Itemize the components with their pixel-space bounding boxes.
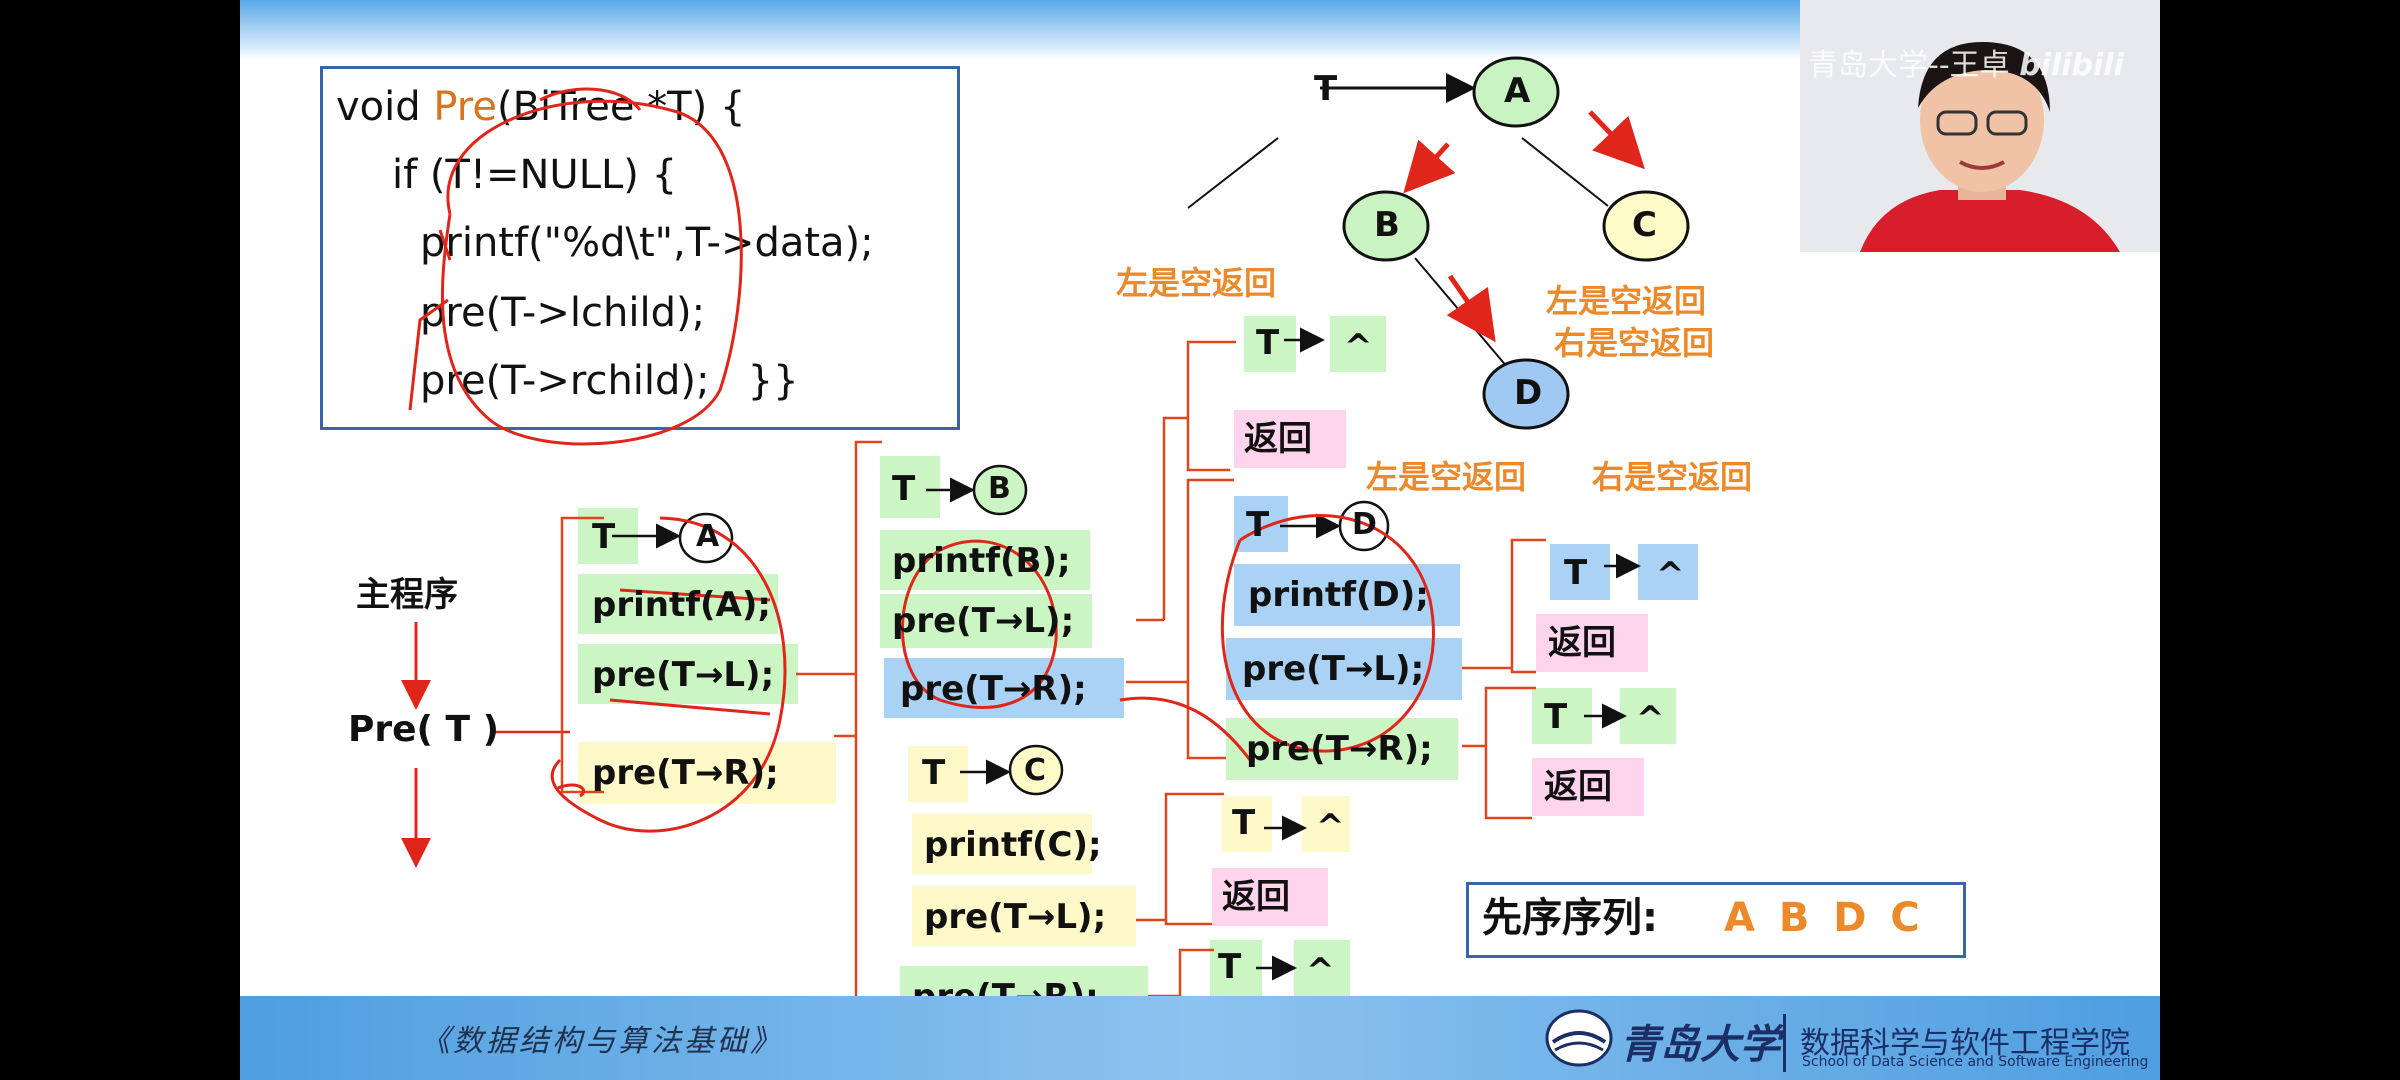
box-nullDR: [1620, 688, 1676, 744]
trace-cl-null: ^: [1316, 807, 1345, 847]
university-emblem-icon: [1545, 1009, 1613, 1067]
box-tCR: [1210, 940, 1262, 996]
box-printfD: [1234, 564, 1460, 626]
trace-dl-return: 返回: [1548, 623, 1616, 663]
box-retDL: [1536, 614, 1648, 672]
trace-c-t: T: [922, 753, 946, 793]
box-tCL: [1222, 796, 1272, 852]
box-leftC: [912, 886, 1136, 946]
tree-node-d: [1482, 358, 1570, 430]
tree-label-d: D: [1514, 373, 1543, 413]
code-line-2: if (T!=NULL) {: [392, 152, 678, 198]
tree-node-b: [1342, 190, 1430, 262]
footer-band: [240, 996, 2160, 1080]
ink-annotations: [408, 87, 1435, 833]
code-box: [320, 66, 960, 430]
trace-b-node: B: [988, 471, 1011, 506]
trace-d-node: D: [1352, 507, 1377, 542]
trace-c-left: pre(T→L);: [924, 897, 1107, 937]
trace-cl-return: 返回: [1222, 877, 1290, 917]
trace-cl-t: T: [1232, 803, 1256, 843]
trace-cr-null: ^: [1306, 951, 1335, 991]
trace-bl-return: 返回: [1244, 419, 1312, 459]
box-nullBL: [1330, 316, 1386, 372]
presenter-video: [1800, 0, 2160, 252]
tree-label-b: B: [1374, 205, 1400, 245]
preorder-result-box: [1466, 882, 1966, 958]
tree-label-c: C: [1632, 205, 1657, 245]
trace-b-right: pre(T→R);: [900, 669, 1087, 709]
tree-t-label: T: [1314, 69, 1338, 109]
trace-dr-t: T: [1544, 697, 1568, 737]
trace-dr-null: ^: [1636, 699, 1665, 739]
preorder-result-sequence: A B D C: [1724, 895, 1920, 941]
trace-dl-null: ^: [1656, 555, 1685, 595]
watermark: 青岛大学--王卓 bilibili: [1808, 48, 2124, 83]
trace-a-right: pre(T→R);: [592, 753, 779, 793]
trace-a-left: pre(T→L);: [592, 655, 775, 695]
note-c-right: 右是空返回: [1554, 324, 1715, 362]
binary-tree: [1187, 56, 1690, 430]
trace-d-t: T: [1246, 505, 1270, 545]
code-line-3: printf("%d\t",T->data);: [420, 220, 874, 266]
trace-bl-null: ^: [1344, 327, 1373, 367]
code-line-4: pre(T->lchild);: [420, 290, 706, 336]
trace-dl-t: T: [1564, 553, 1588, 593]
trace-a-print: printf(A);: [592, 585, 771, 625]
trace-d-left: pre(T→L);: [1242, 649, 1425, 689]
box-leftA: [578, 644, 798, 704]
box-tD: [1234, 496, 1288, 552]
box-printfC: [912, 814, 1092, 874]
tree-node-c: [1602, 190, 1690, 262]
box-printfA: [578, 574, 778, 634]
trace-cr-t: T: [1218, 947, 1242, 987]
tree-label-a: A: [1504, 71, 1531, 111]
box-nullDL: [1638, 544, 1698, 600]
trace-b-t: T: [892, 469, 916, 509]
box-tB: [880, 456, 940, 518]
box-tDR: [1532, 688, 1592, 744]
course-title: 《数据结构与算法基础》: [420, 1024, 783, 1059]
main-call: Pre( T ): [348, 709, 500, 750]
box-nullCR: [1294, 940, 1350, 996]
trace-a-node: A: [696, 519, 720, 554]
box-tC: [908, 746, 968, 802]
box-retDR: [1532, 758, 1644, 816]
preorder-result-label: 先序序列:: [1482, 895, 1658, 941]
box-retCL: [1212, 868, 1328, 926]
department-name-en: School of Data Science and Software Engi…: [1802, 1054, 2149, 1070]
university-name: 青岛大学: [1620, 1021, 1780, 1068]
box-retBL: [1234, 410, 1346, 468]
trace-a-t: T: [592, 517, 616, 557]
footer-separator: [1783, 1014, 1786, 1072]
trace-c-node: C: [1024, 753, 1047, 788]
webcam-overlay: [1800, 0, 2160, 252]
note-c-left: 左是空返回: [1546, 282, 1707, 320]
box-tBL: [1244, 316, 1296, 372]
box-tDL: [1550, 544, 1610, 600]
trace-b-print: printf(B);: [892, 541, 1071, 581]
department-name: 数据科学与软件工程学院: [1800, 1026, 2130, 1061]
main-program-label: 主程序: [356, 575, 458, 615]
note-d-left: 左是空返回: [1366, 458, 1527, 496]
trace-d-right: pre(T→R);: [1246, 729, 1433, 769]
trace-c-print: printf(C);: [924, 825, 1102, 865]
trace-bl-t: T: [1256, 323, 1280, 363]
box-nullCL: [1302, 796, 1350, 852]
note-d-right: 右是空返回: [1592, 458, 1753, 496]
note-b-left: 左是空返回: [1116, 264, 1277, 302]
trace-d-print: printf(D);: [1248, 575, 1429, 615]
trace-b-left: pre(T→L);: [892, 601, 1075, 641]
box-rightA: [578, 742, 836, 804]
trace-dr-return: 返回: [1544, 767, 1612, 807]
tree-node-a: [1472, 56, 1560, 128]
